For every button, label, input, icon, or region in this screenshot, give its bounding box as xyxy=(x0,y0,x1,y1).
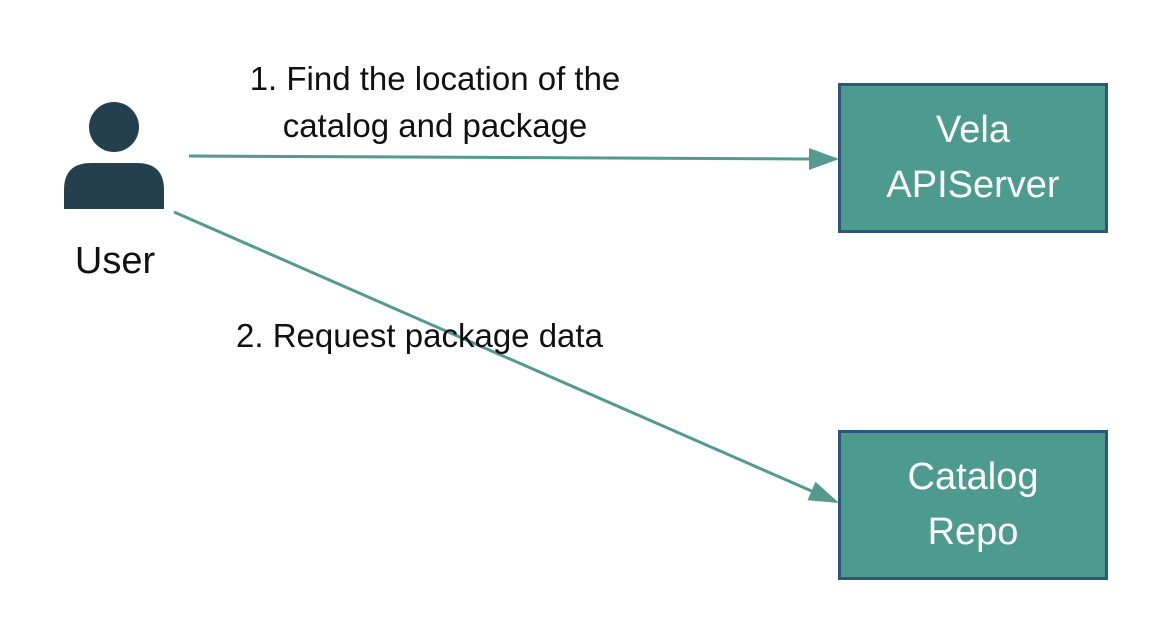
message-1-line2: catalog and package xyxy=(282,106,588,144)
user-icon-head xyxy=(89,102,139,152)
node-vela-line2: APIServer xyxy=(886,164,1060,206)
message-1-label: 1. Find the location of the catalog and … xyxy=(200,56,670,150)
message-2-line1: 2. Request package data xyxy=(236,317,603,354)
arrow-2-line xyxy=(173,210,813,493)
arrow-2-head xyxy=(807,481,839,503)
node-vela-line1: Vela xyxy=(936,108,1010,151)
actor-label: User xyxy=(74,240,156,282)
message-2-label: 2. Request package data xyxy=(236,316,603,356)
user-icon-body xyxy=(64,163,164,209)
user-icon xyxy=(64,102,164,209)
arrow-2 xyxy=(173,210,839,503)
arrow-1-line xyxy=(188,154,811,161)
node-catalog-repo: Catalog Repo xyxy=(838,430,1108,580)
node-catalog-line1: Catalog xyxy=(907,455,1039,498)
arrow-1 xyxy=(188,148,839,170)
node-catalog-line2: Repo xyxy=(927,511,1019,553)
message-1-line1: 1. Find the location of the xyxy=(249,60,621,97)
node-vela-apiserver: Vela APIServer xyxy=(838,83,1108,233)
arrow-1-head xyxy=(809,148,839,170)
